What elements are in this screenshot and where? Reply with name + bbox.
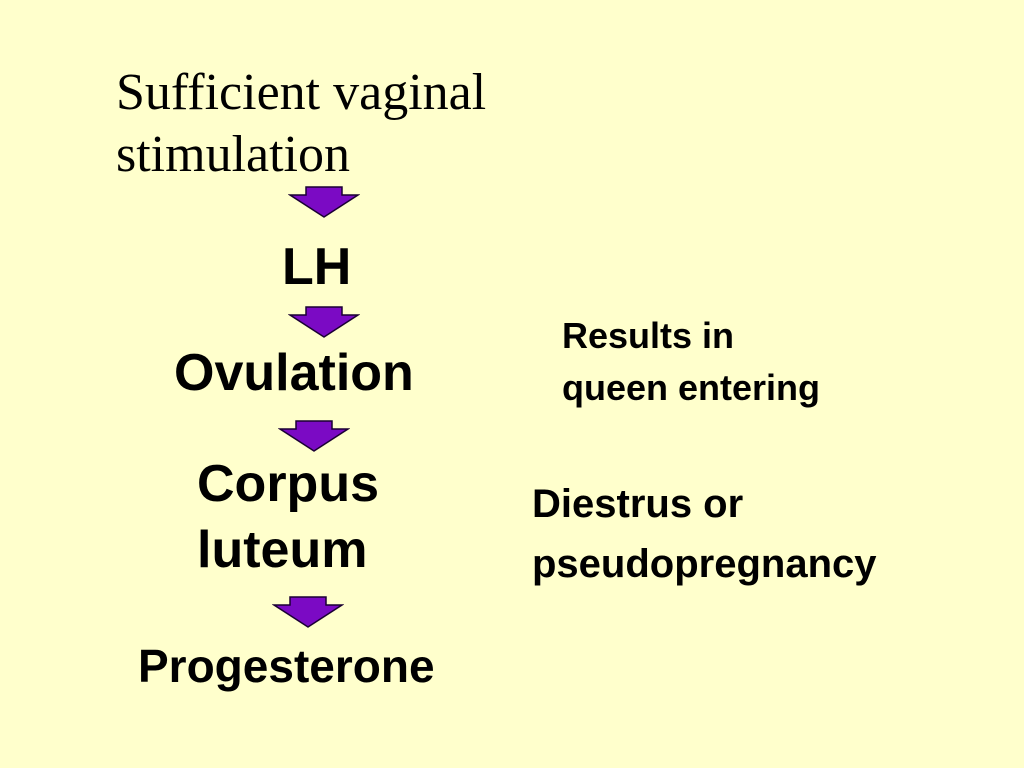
down-arrow-icon	[288, 306, 360, 338]
title-line-1: Sufficient vaginal	[116, 64, 487, 121]
flow-step-corpus-luteum: Corpus luteum	[197, 451, 379, 583]
title-line-2: stimulation	[116, 126, 350, 183]
slide-title: Sufficient vaginal stimulation	[116, 62, 486, 186]
results-note: Results in queen entering	[562, 310, 820, 414]
results-note-line-1: Results in	[562, 315, 735, 356]
down-arrow-icon	[272, 596, 344, 628]
corpus-luteum-line-1: Corpus	[197, 455, 379, 513]
flow-step-lh: LH	[282, 238, 352, 296]
corpus-luteum-line-2: luteum	[197, 521, 368, 579]
down-arrow-icon	[288, 186, 360, 218]
flow-step-progesterone: Progesterone	[138, 640, 435, 692]
results-note-line-2: queen entering	[562, 367, 821, 408]
down-arrow-icon	[278, 420, 350, 452]
outcome-note-line-1: Diestrus or	[532, 482, 744, 526]
flow-step-ovulation: Ovulation	[174, 344, 414, 402]
outcome-note-line-2: pseudopregnancy	[532, 542, 877, 586]
outcome-note: Diestrus or pseudopregnancy	[532, 474, 877, 594]
